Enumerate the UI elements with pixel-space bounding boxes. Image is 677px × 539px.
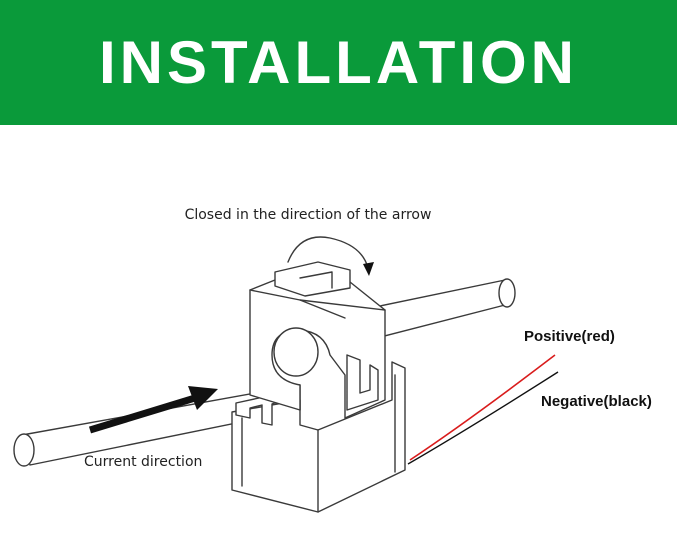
positive-wire [409, 354, 556, 461]
installation-diagram: Closed in the direction of the arrow Cur… [13, 207, 652, 513]
sensor-cap [249, 261, 386, 419]
page-title: INSTALLATION [98, 28, 579, 96]
negative-wire [407, 371, 559, 465]
current-direction-label: Current direction [84, 454, 202, 470]
current-arrow-icon [88, 386, 218, 434]
positive-label: Positive(red) [524, 328, 615, 345]
header-banner: INSTALLATION [0, 0, 677, 125]
closed-direction-label: Closed in the direction of the arrow [185, 207, 432, 223]
rotation-arrow-icon [287, 236, 374, 276]
negative-label: Negative(black) [541, 393, 652, 410]
output-wires [407, 354, 559, 465]
